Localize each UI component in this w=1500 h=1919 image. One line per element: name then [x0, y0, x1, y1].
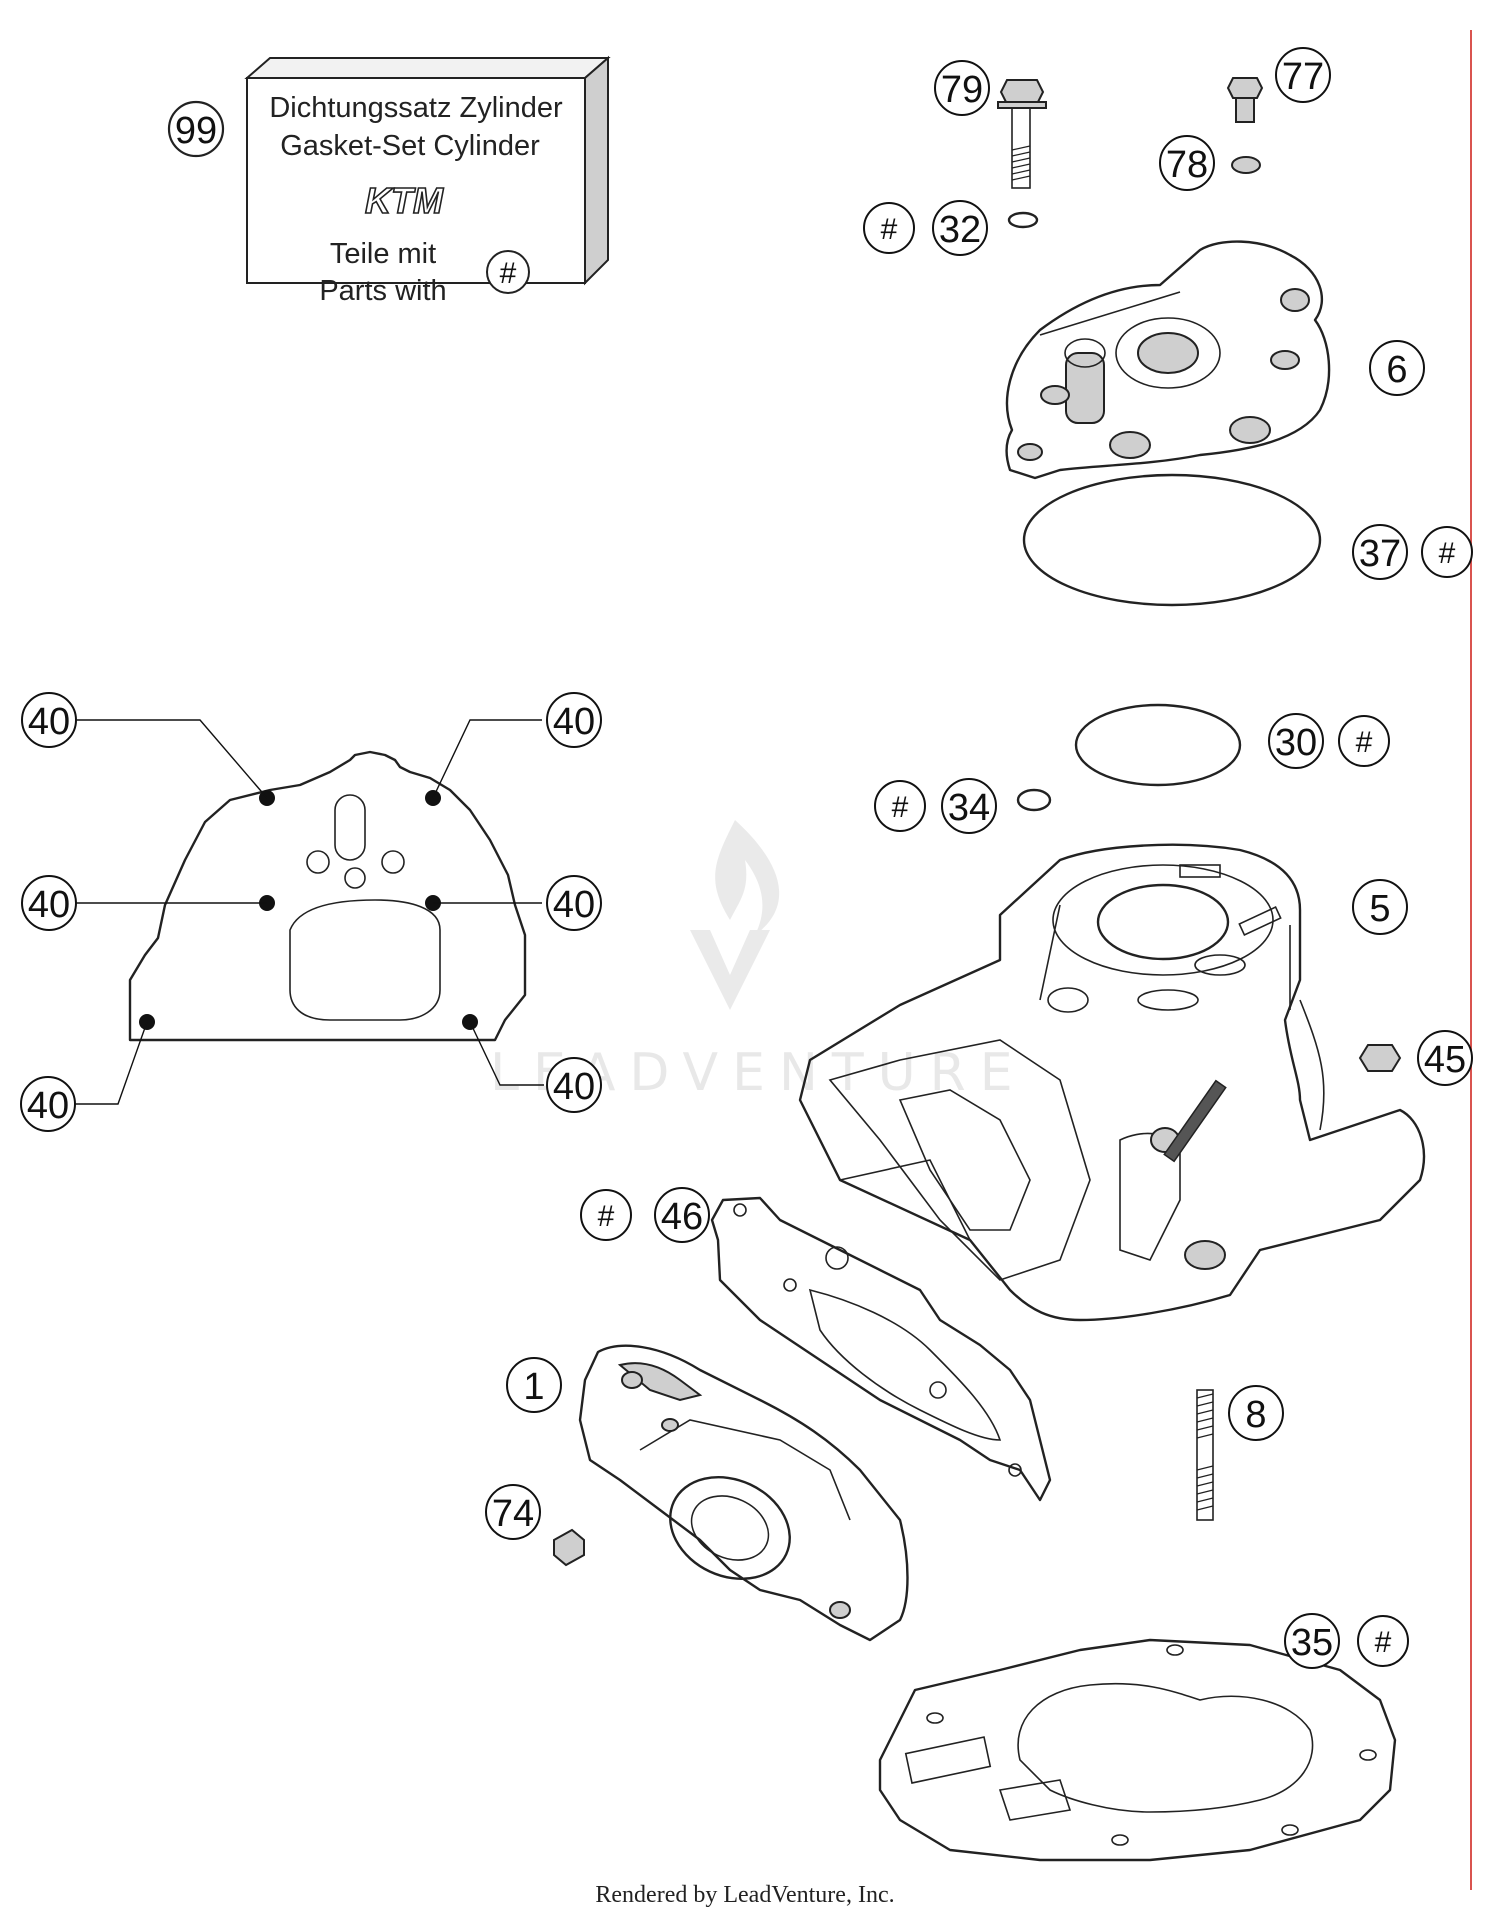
callout-1: 1 — [506, 1357, 562, 1413]
box-hash-symbol: # — [500, 257, 517, 290]
cylinder-head-6 — [1005, 240, 1331, 480]
bolt-79 — [997, 79, 1047, 189]
svg-text:#: # — [1375, 1626, 1392, 1659]
callout-40-c: 40 — [21, 875, 77, 931]
svg-text:40: 40 — [27, 1085, 69, 1127]
svg-text:#: # — [1439, 537, 1456, 570]
svg-text:8: 8 — [1245, 1394, 1266, 1436]
svg-text:#: # — [1356, 726, 1373, 759]
callout-77: 77 — [1275, 47, 1331, 103]
callout-40-a: 40 — [21, 692, 77, 748]
callout-40-d: 40 — [546, 875, 602, 931]
callout-46: 46 — [654, 1187, 710, 1243]
callout-hash-35: # — [1357, 1615, 1409, 1667]
svg-text:78: 78 — [1166, 144, 1208, 186]
inset-gasket-40 — [75, 719, 544, 1105]
washer-78 — [1231, 156, 1261, 174]
callout-8: 8 — [1228, 1385, 1284, 1441]
intake-flange-1 — [578, 1344, 909, 1642]
o-ring-34 — [1016, 788, 1052, 812]
box-title-de: Dichtungssatz Zylinder — [269, 92, 563, 124]
svg-text:37: 37 — [1359, 533, 1401, 575]
callout-34: 34 — [941, 778, 997, 834]
callout-6: 6 — [1369, 340, 1425, 396]
callout-hash-32: # — [863, 202, 915, 254]
gasket-46 — [710, 1196, 1052, 1502]
callout-74: 74 — [485, 1484, 541, 1540]
callout-30: 30 — [1268, 713, 1324, 769]
svg-text:KTM: KTM — [365, 180, 444, 221]
svg-text:30: 30 — [1275, 722, 1317, 764]
svg-text:40: 40 — [553, 884, 595, 926]
svg-text:6: 6 — [1386, 349, 1407, 391]
footer-credit: Rendered by LeadVenture, Inc. — [595, 1882, 894, 1908]
box-title-en: Gasket-Set Cylinder — [280, 130, 540, 162]
callout-32: 32 — [932, 200, 988, 256]
callout-40-f: 40 — [546, 1057, 602, 1113]
svg-text:40: 40 — [553, 701, 595, 743]
callout-hash-46: # — [580, 1189, 632, 1241]
svg-text:5: 5 — [1369, 888, 1390, 930]
nut-74 — [553, 1528, 585, 1567]
callout-40-e: 40 — [20, 1076, 76, 1132]
svg-text:35: 35 — [1291, 1622, 1333, 1664]
callout-79: 79 — [934, 60, 990, 116]
svg-text:#: # — [892, 791, 909, 824]
callout-35: 35 — [1284, 1613, 1340, 1669]
svg-text:40: 40 — [553, 1066, 595, 1108]
o-ring-30 — [1074, 703, 1242, 787]
base-gasket-35 — [878, 1638, 1397, 1862]
svg-text:40: 40 — [28, 884, 70, 926]
svg-text:77: 77 — [1282, 56, 1324, 98]
svg-text:99: 99 — [175, 110, 217, 152]
svg-text:#: # — [598, 1200, 615, 1233]
svg-text:32: 32 — [939, 209, 981, 251]
svg-text:79: 79 — [941, 69, 983, 111]
callout-hash-37: # — [1421, 526, 1473, 578]
callout-hash-34: # — [874, 780, 926, 832]
leader-lines — [75, 719, 544, 1105]
callout-37: 37 — [1352, 524, 1408, 580]
svg-text:74: 74 — [492, 1493, 534, 1535]
callout-hash-30: # — [1338, 715, 1390, 767]
bolt-77 — [1226, 77, 1264, 123]
box-note-en: Parts with — [319, 275, 446, 307]
callouts: 40 40 40 40 40 40 79 77 78 # 32 6 37 # 3… — [20, 47, 1473, 1669]
callout-99: 99 — [167, 100, 225, 158]
svg-text:46: 46 — [661, 1196, 703, 1238]
callout-40-b: 40 — [546, 692, 602, 748]
ktm-logo: KTM — [364, 179, 445, 222]
svg-text:45: 45 — [1424, 1039, 1466, 1081]
svg-text:34: 34 — [948, 787, 990, 829]
cylinder-5 — [798, 843, 1426, 1322]
callout-5: 5 — [1352, 879, 1408, 935]
gasket-set-box: Dichtungssatz Zylinder Gasket-Set Cylind… — [244, 55, 611, 307]
nut-45 — [1358, 1044, 1402, 1072]
svg-text:1: 1 — [523, 1366, 544, 1408]
box-note-de: Teile mit — [330, 238, 436, 270]
o-ring-37 — [1022, 473, 1322, 607]
callout-78: 78 — [1159, 135, 1215, 191]
stud-8 — [1196, 1389, 1214, 1521]
svg-text:40: 40 — [28, 701, 70, 743]
washer-32 — [1007, 211, 1039, 229]
callout-45: 45 — [1417, 1030, 1473, 1086]
svg-text:#: # — [881, 213, 898, 246]
